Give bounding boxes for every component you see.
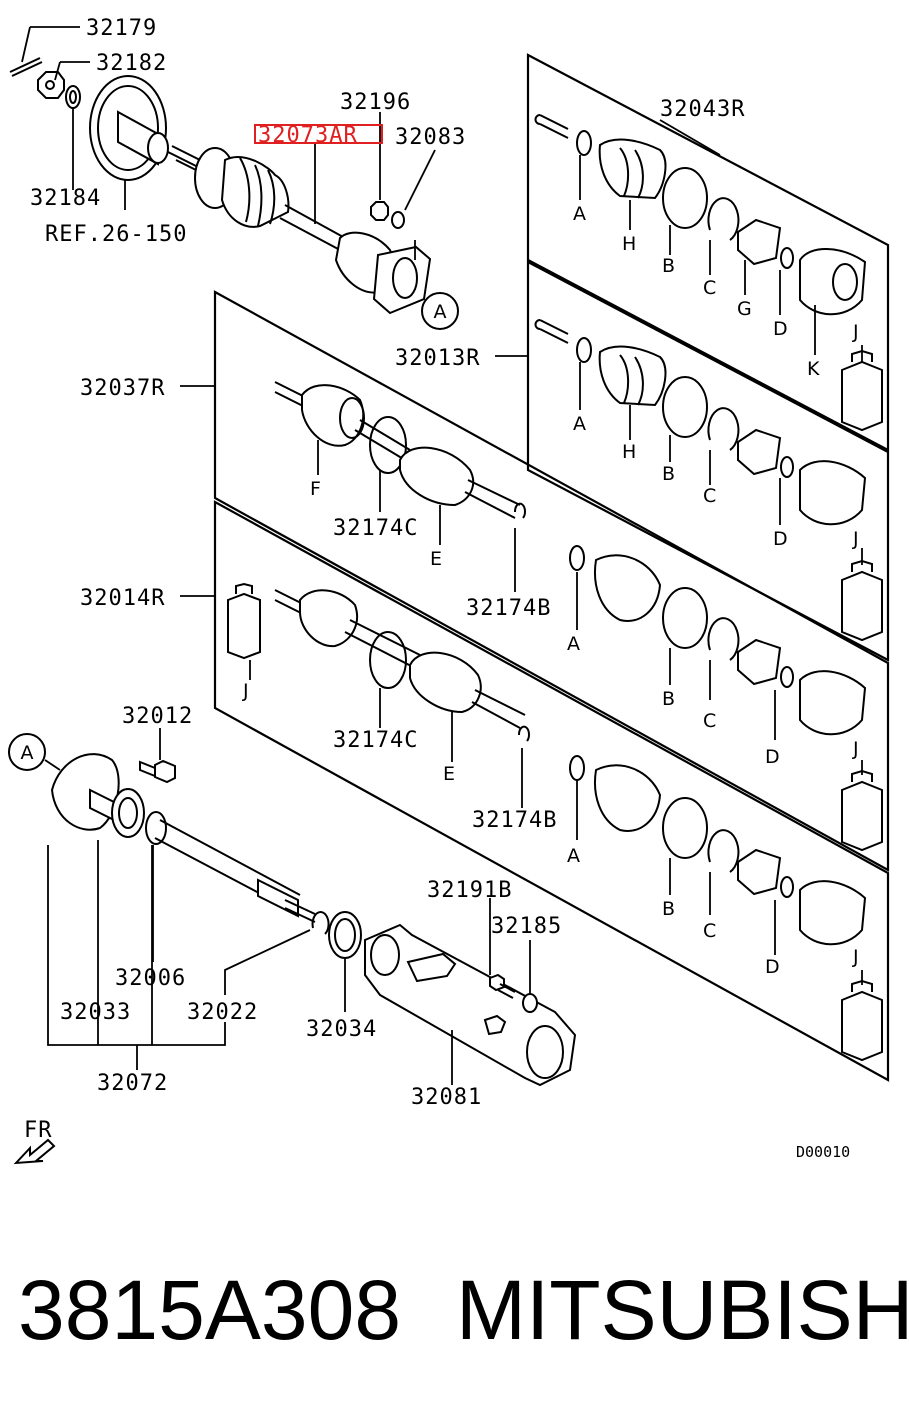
letter-a-1: A: [573, 203, 586, 225]
label-32184: 32184: [30, 186, 101, 211]
letter-c-2: C: [703, 485, 716, 507]
label-32033: 32033: [60, 1000, 131, 1025]
letter-a-3: A: [567, 633, 580, 655]
label-32191b: 32191B: [427, 878, 512, 903]
letter-b-2: B: [662, 463, 675, 485]
letter-b-4: B: [662, 898, 675, 920]
front-driveshaft: [167, 145, 432, 315]
callout-a-bottom: [8, 733, 46, 771]
label-32022: 32022: [187, 1000, 258, 1025]
bottom-leaders: [44, 728, 531, 1085]
letter-c-1: C: [703, 277, 716, 299]
label-32174c-2: 32174C: [333, 728, 418, 753]
intermediate-shaft: [50, 753, 577, 1087]
letter-j-1: J: [852, 321, 859, 343]
letter-d-3: D: [765, 746, 780, 768]
letter-g-1: G: [737, 298, 752, 320]
label-32179: 32179: [86, 16, 157, 41]
letter-c-4: C: [703, 920, 716, 942]
letter-a-2: A: [573, 413, 586, 435]
label-ref-26-150: REF.26-150: [45, 222, 187, 247]
label-32014r: 32014R: [80, 586, 165, 611]
label-32174b-2: 32174B: [472, 808, 557, 833]
panel-32013r: [495, 260, 890, 662]
callout-a-top: [421, 292, 459, 330]
panel-32043r: [526, 53, 890, 452]
letter-j-4: J: [242, 680, 249, 702]
brand-name: MITSUBISHI: [456, 1263, 909, 1357]
label-32174c-1: 32174C: [333, 516, 418, 541]
label-32034: 32034: [306, 1017, 377, 1042]
label-32083: 32083: [395, 125, 466, 150]
panel-32037r: [180, 290, 890, 872]
label-32012: 32012: [122, 704, 193, 729]
part-number: 3815A308: [18, 1263, 402, 1357]
label-32185: 32185: [491, 914, 562, 939]
label-32196: 32196: [340, 90, 411, 115]
label-32013r: 32013R: [395, 346, 480, 371]
label-32182: 32182: [96, 51, 167, 76]
letter-f: F: [310, 478, 321, 500]
letter-j-3: J: [852, 738, 859, 760]
letter-k-1: K: [807, 358, 820, 380]
letter-c-3: C: [703, 710, 716, 732]
letter-b-1: B: [662, 255, 675, 277]
label-32073ar: 32073AR: [258, 123, 358, 148]
letter-d-4: D: [765, 956, 780, 978]
letter-a-4: A: [567, 845, 580, 867]
label-fr: FR: [24, 1118, 53, 1143]
callout-a-bottom-label: A: [21, 742, 34, 764]
letter-h-1: H: [622, 233, 636, 255]
letter-e-1: E: [430, 548, 442, 570]
front-arrow-icon: [13, 1138, 56, 1165]
letter-j-5: J: [852, 946, 859, 968]
highlight-box-32073ar: [254, 124, 383, 144]
callout-a-top-label: A: [434, 301, 447, 323]
letter-d-1: D: [773, 318, 788, 340]
letter-h-2: H: [622, 441, 636, 463]
label-32006: 32006: [115, 966, 186, 991]
label-32072: 32072: [97, 1071, 168, 1096]
letter-j-2: J: [852, 528, 859, 550]
letter-d-2: D: [773, 528, 788, 550]
hub-assembly: [9, 57, 169, 181]
label-32037r: 32037R: [80, 376, 165, 401]
panel-32014r: [180, 500, 890, 1082]
label-32081: 32081: [411, 1085, 482, 1110]
label-32043r: 32043R: [660, 97, 745, 122]
letter-e-2: E: [443, 763, 455, 785]
top-leaders: [21, 26, 436, 260]
diagram-code: D00010: [796, 1143, 850, 1161]
label-32174b-1: 32174B: [466, 596, 551, 621]
letter-b-3: B: [662, 688, 675, 710]
